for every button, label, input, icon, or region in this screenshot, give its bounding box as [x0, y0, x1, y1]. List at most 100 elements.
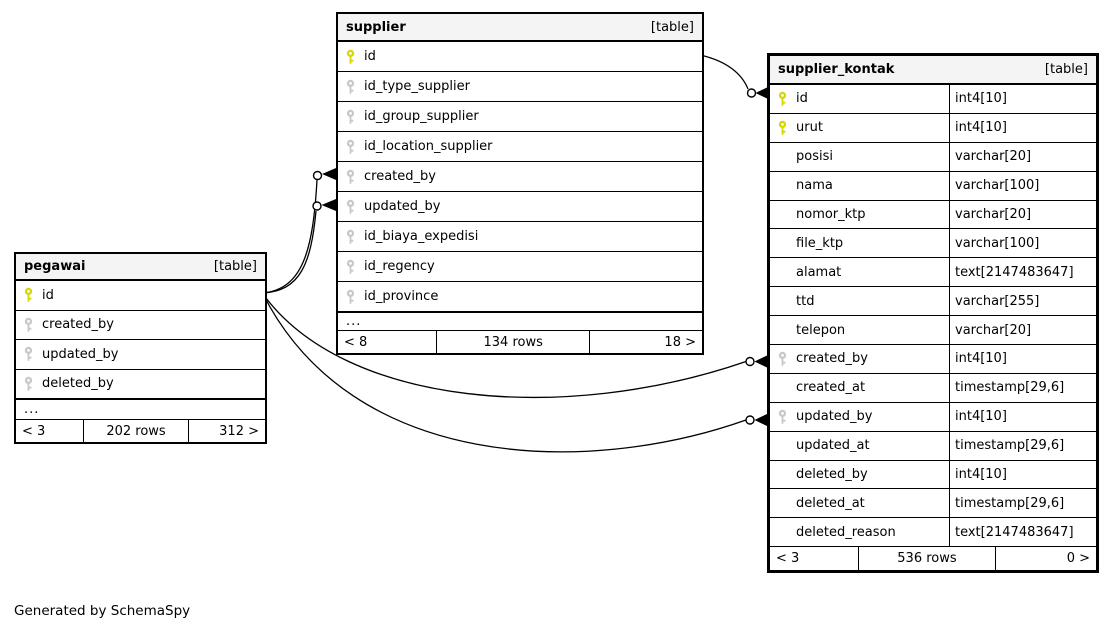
column-row-file_ktp: file_ktp varchar[100] [770, 228, 1096, 258]
column-type: varchar[20] [955, 207, 1032, 222]
relationship-pegawai-id-to-supplier-updated_by [262, 199, 336, 294]
table-header: supplier_kontak [table] [770, 56, 1096, 85]
table-header: pegawai [table] [16, 254, 265, 281]
foreign-key-icon [346, 259, 355, 274]
column-row-id: id [338, 42, 702, 71]
column-name: created_at [770, 373, 950, 402]
primary-key-icon [346, 49, 355, 64]
table-stereotype: [table] [650, 19, 694, 35]
column-name: nomor_ktp [770, 200, 950, 229]
column-name: id_type_supplier [338, 72, 702, 101]
table-footer: < 3 202 rows 312 > [16, 419, 265, 442]
column-name: deleted_by [16, 370, 265, 399]
column-name: created_by [770, 345, 950, 373]
column-row-deleted_by: deleted_by [16, 368, 265, 399]
table-footer: < 3 536 rows 0 > [770, 546, 1096, 571]
table-stereotype: [table] [213, 259, 257, 274]
foreign-key-icon [346, 79, 355, 94]
column-row-id_province: id_province [338, 281, 702, 311]
column-type: varchar[100] [955, 178, 1040, 194]
column-name: telepon [770, 316, 950, 345]
column-name: id_regency [338, 252, 702, 281]
column-name: file_ktp [770, 229, 950, 258]
pagination-prev: < 3 [22, 423, 46, 439]
primary-key-icon [24, 288, 33, 302]
row-count: 134 rows [436, 331, 589, 353]
foreign-key-icon [346, 229, 355, 244]
column-row-created_by: created_by [16, 309, 265, 340]
column-row-deleted_by: deleted_by int4[10] [770, 459, 1096, 489]
column-row-nomor_ktp: nomor_ktp varchar[20] [770, 199, 1096, 229]
column-name: created_by [338, 162, 702, 191]
column-type: varchar[100] [955, 235, 1040, 251]
row-count: 202 rows [83, 420, 188, 442]
column-type: int4[10] [955, 91, 1007, 107]
column-type: text[2147483647] [955, 264, 1074, 280]
column-name: id [770, 85, 950, 113]
foreign-key-icon [346, 289, 355, 304]
column-name: deleted_reason [770, 518, 950, 547]
column-row-deleted_reason: deleted_reason text[2147483647] [770, 517, 1096, 547]
pagination-next: 312 > [187, 420, 265, 442]
column-row-updated_by: updated_by [16, 339, 265, 369]
column-row-updated_by: updated_by [338, 191, 702, 221]
foreign-key-icon [346, 109, 355, 124]
foreign-key-icon [24, 376, 33, 391]
column-row-id_type_supplier: id_type_supplier [338, 71, 702, 101]
column-type: varchar[20] [955, 149, 1032, 165]
generator-credit: Generated by SchemaSpy [14, 603, 191, 619]
column-type: int4[10] [955, 351, 1007, 367]
table-name: pegawai [24, 259, 86, 274]
column-row-id: id int4[10] [770, 85, 1096, 113]
foreign-key-icon [346, 169, 355, 184]
column-name: nama [770, 171, 950, 200]
column-type: text[2147483647] [955, 524, 1074, 540]
pagination-next: 18 > [589, 331, 702, 353]
column-name: id [338, 42, 702, 71]
foreign-key-icon [778, 351, 787, 366]
column-name: id [16, 281, 265, 310]
column-name: updated_by [338, 192, 702, 221]
column-type: int4[10] [955, 120, 1007, 136]
column-name: posisi [770, 142, 950, 171]
column-name: ttd [770, 287, 950, 316]
column-type: int4[10] [955, 467, 1007, 483]
column-name: deleted_by [770, 460, 950, 489]
table-name: supplier_kontak [778, 62, 895, 77]
table-stereotype: [table] [1044, 62, 1088, 77]
column-row-id: id [16, 281, 265, 310]
column-type: varchar[255] [955, 293, 1040, 309]
more-columns-row: ... [16, 398, 265, 419]
column-name: deleted_at [770, 489, 950, 518]
column-row-id_location_supplier: id_location_supplier [338, 131, 702, 161]
column-row-id_group_supplier: id_group_supplier [338, 101, 702, 131]
pagination-prev: < 3 [776, 551, 800, 567]
column-name: id_province [338, 282, 702, 311]
primary-key-icon [778, 120, 787, 135]
column-row-deleted_at: deleted_at timestamp[29,6] [770, 488, 1096, 518]
column-type: timestamp[29,6] [955, 495, 1065, 511]
more-columns-row: ... [338, 311, 702, 330]
relationship-pegawai-id-to-supplier-created_by [262, 168, 336, 294]
column-row-created_by: created_by [338, 161, 702, 191]
column-name: id_group_supplier [338, 102, 702, 131]
column-row-posisi: posisi varchar[20] [770, 141, 1096, 171]
column-name: created_by [16, 311, 265, 340]
column-name: alamat [770, 258, 950, 287]
primary-key-icon [778, 91, 787, 106]
column-row-alamat: alamat text[2147483647] [770, 257, 1096, 287]
relationship-supplier-id-to-supplier_kontak-id [699, 54, 767, 99]
column-name: id_location_supplier [338, 132, 702, 161]
column-name: updated_at [770, 431, 950, 460]
column-name: updated_by [16, 340, 265, 369]
column-name: id_biaya_expedisi [338, 222, 702, 251]
column-name: updated_by [770, 402, 950, 431]
